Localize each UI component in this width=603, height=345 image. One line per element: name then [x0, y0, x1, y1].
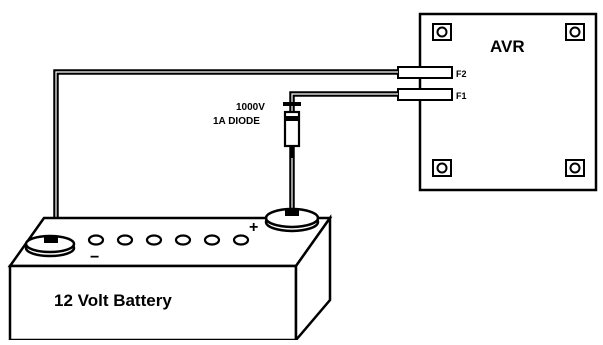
- avr-module: AVR: [418, 12, 598, 192]
- diode-current-label: 1A DIODE: [213, 116, 260, 127]
- battery-negative-terminal: [24, 234, 76, 258]
- battery-front-face: [8, 264, 298, 342]
- avr-mounting-hole-top-right: [565, 23, 585, 41]
- battery-positive-sign: +: [249, 219, 258, 236]
- avr-terminal-f2: F2: [397, 66, 467, 79]
- terminal-f1-label: F1: [456, 91, 467, 101]
- battery-side-face: [294, 214, 332, 344]
- battery-positive-terminal: [264, 207, 320, 233]
- battery-cell-cap: [87, 234, 105, 246]
- diode-voltage-label: 1000V: [236, 102, 265, 113]
- terminal-f2-label: F2: [456, 69, 467, 79]
- battery-negative-sign: −: [90, 249, 99, 266]
- battery-cell-cap: [174, 234, 192, 246]
- battery: − + 12 Volt Battery: [7, 207, 333, 344]
- battery-cell-cap: [232, 234, 250, 246]
- avr-mounting-hole-top-left: [432, 23, 452, 41]
- wire-f1-to-diode: [289, 91, 398, 114]
- battery-cell-cap: [145, 234, 163, 246]
- terminal-f2-connector: [397, 66, 453, 79]
- diode: 1000V 1A DIODE: [213, 102, 301, 158]
- wire-negative-highlight: [55, 71, 398, 238]
- terminal-f1-connector: [397, 88, 453, 101]
- diode-lead-top: [283, 102, 301, 106]
- battery-label: 12 Volt Battery: [54, 291, 172, 310]
- battery-cell-cap: [116, 234, 134, 246]
- avr-mounting-hole-bottom-left: [432, 159, 452, 177]
- avr-title: AVR: [490, 37, 525, 56]
- avr-terminal-f1: F1: [397, 88, 467, 101]
- wire-f1-highlight: [291, 93, 398, 114]
- avr-mounting-hole-bottom-right: [565, 159, 585, 177]
- wire-negative-to-f2: [53, 69, 398, 238]
- battery-cell-cap: [203, 234, 221, 246]
- diode-cathode-band: [285, 116, 299, 121]
